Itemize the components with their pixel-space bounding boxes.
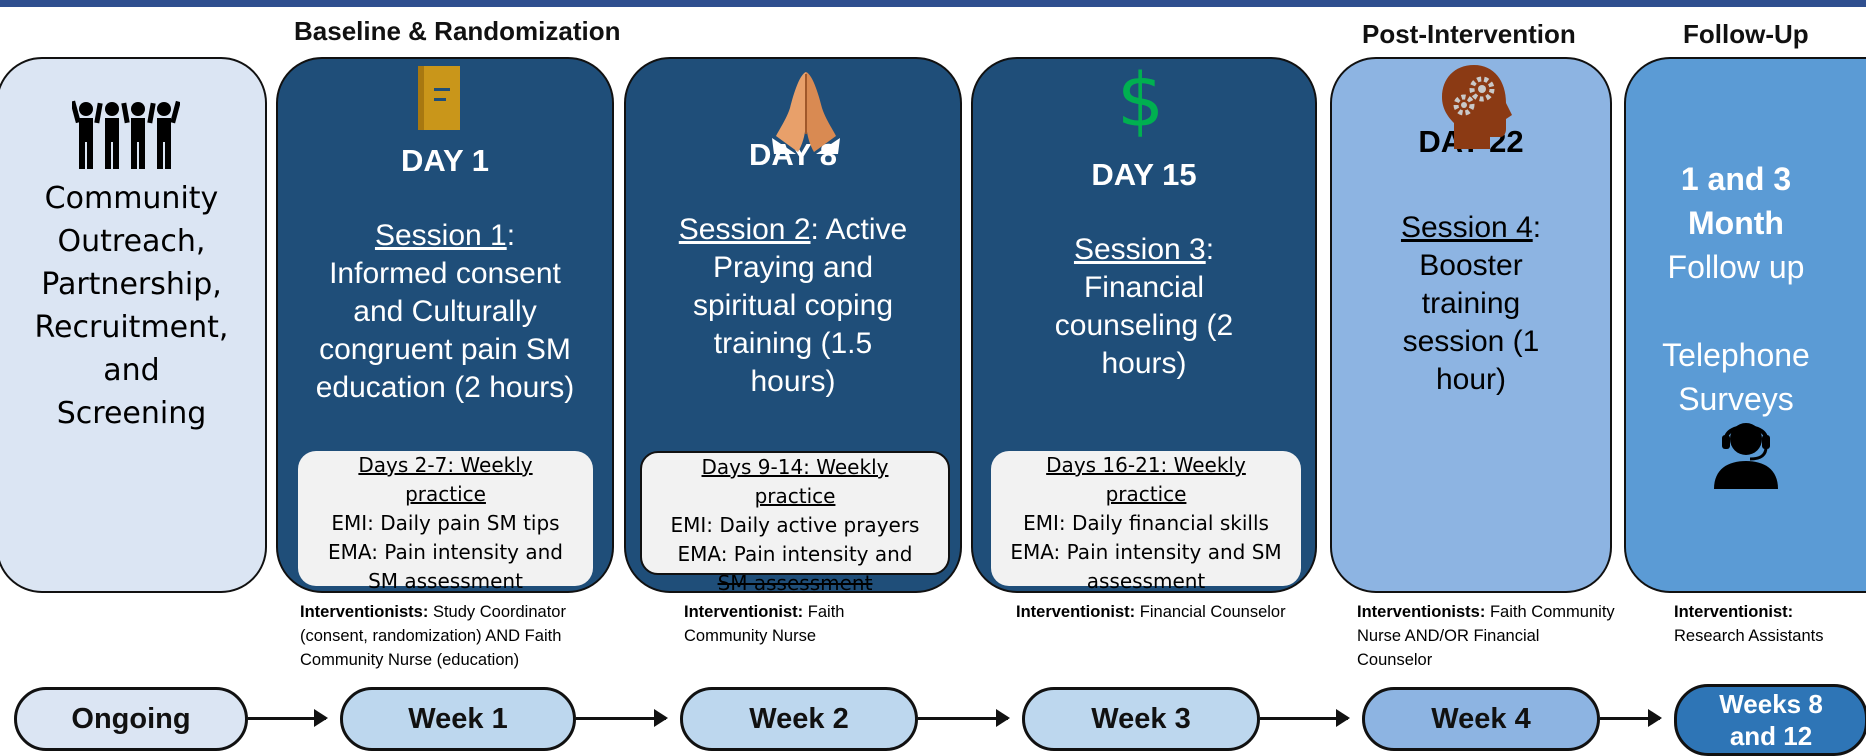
day15-interventionists: Interventionist: Financial Counselor xyxy=(1016,603,1286,621)
timeline-week-3: Week 3 xyxy=(1022,687,1260,751)
session-description: Session 3: Financial counseling (2 hours… xyxy=(981,231,1307,383)
day15-card: $ DAY 15 Session 3: Financial counseling… xyxy=(971,57,1317,593)
followup-line: Telephone xyxy=(1662,337,1810,373)
outreach-line: and xyxy=(103,353,160,388)
day-label: DAY 1 xyxy=(401,143,489,178)
followup-line: Month xyxy=(1688,205,1784,241)
headset-person-icon xyxy=(1714,423,1778,489)
outreach-line: Partnership, xyxy=(41,267,222,302)
day1-card: DAY 1 Session 1: Informed consent and Cu… xyxy=(276,57,614,593)
practice-ema: SM assessment xyxy=(717,571,873,593)
weekly-practice-box: Days 9-14: Weekly practice EMI: Daily ac… xyxy=(640,451,950,591)
session-line: hour) xyxy=(1435,363,1507,396)
weekly-practice-box: Days 16-21: Weekly practice EMI: Daily f… xyxy=(991,451,1301,591)
day8-card: DAY 8 Session 2: Active Praying and spir… xyxy=(624,57,962,593)
practice-ema: EMA: Pain intensity and xyxy=(327,540,564,564)
session-title: Session 4 xyxy=(1400,211,1533,244)
practice-ema: EMA: Pain intensity and SM xyxy=(1010,540,1282,564)
practice-title: practice xyxy=(1105,482,1187,506)
session-line: counseling (2 xyxy=(1054,309,1234,342)
head-gears-icon xyxy=(1442,65,1512,149)
session-title: Session 2 xyxy=(678,213,811,246)
session-line: session (1 xyxy=(1402,325,1540,358)
day22-card: DAY 22 Session 4: Booster training sessi… xyxy=(1330,57,1612,593)
day22-interventionists: Interventionists: Faith Community Nurse … xyxy=(1357,603,1615,669)
top-border xyxy=(0,0,1866,7)
practice-title: Days 16-21: Weekly xyxy=(1046,453,1246,477)
phase-followup-title: Follow-Up xyxy=(1683,19,1809,49)
session-description: Session 2: Active Praying and spiritual … xyxy=(634,211,952,401)
session-line: Financial xyxy=(1083,271,1205,304)
practice-ema: assessment xyxy=(1086,569,1206,593)
outreach-line: Screening xyxy=(56,396,207,431)
timeline-arrow xyxy=(248,709,328,727)
session-line: and Culturally xyxy=(353,295,537,328)
timeline-arrow xyxy=(576,709,668,727)
followup-line: Follow up xyxy=(1667,249,1805,285)
day8-interventionists: Interventionist: Faith Community Nurse xyxy=(684,603,845,645)
session-line: training xyxy=(1421,287,1521,320)
phase-post-title: Post-Intervention xyxy=(1362,19,1576,49)
session-line: Praying and xyxy=(712,251,874,284)
practice-ema: SM assessment xyxy=(368,569,523,593)
dollar-icon: $ xyxy=(1117,58,1165,144)
outreach-card: Community Outreach, Partnership, Recruit… xyxy=(0,57,267,593)
timeline-arrow xyxy=(918,709,1010,727)
followup-line: 1 and 3 xyxy=(1680,161,1792,197)
practice-ema: EMA: Pain intensity and xyxy=(677,542,913,566)
session-line: Booster xyxy=(1419,249,1523,282)
session-description: Session 1: Informed consent and Cultural… xyxy=(286,217,604,407)
session-line: hours) xyxy=(1101,347,1187,380)
book-icon xyxy=(418,66,460,130)
outreach-line: Recruitment, xyxy=(34,310,229,345)
praying-hands-icon xyxy=(772,72,840,154)
weekly-practice-box: Days 2-7: Weekly practice EMI: Daily pai… xyxy=(298,451,593,591)
practice-title: practice xyxy=(405,482,486,506)
session-title: Session 1 xyxy=(374,219,507,252)
session-line: hours) xyxy=(750,365,836,398)
practice-title: Days 2-7: Weekly xyxy=(358,453,533,477)
outreach-line: Outreach, xyxy=(57,224,206,259)
day-label: DAY 15 xyxy=(1091,157,1197,192)
day1-interventionists: Interventionists: Study Coordinator (con… xyxy=(300,603,566,669)
practice-emi: EMI: Daily active prayers xyxy=(670,513,920,537)
followup-line: Surveys xyxy=(1678,381,1794,417)
practice-title: practice xyxy=(754,484,836,508)
practice-emi: EMI: Daily pain SM tips xyxy=(331,511,560,535)
timeline-week-4: Week 4 xyxy=(1362,687,1600,751)
timeline-ongoing: Ongoing xyxy=(14,687,248,751)
timeline-week-2: Week 2 xyxy=(680,687,918,751)
timeline-arrow xyxy=(1260,709,1350,727)
session-line: education (2 hours) xyxy=(315,371,575,404)
session-line: spiritual coping xyxy=(692,289,894,322)
people-group-icon xyxy=(72,100,180,169)
session-line: Informed consent xyxy=(329,257,561,290)
followup-card: 1 and 3 Month Follow up Telephone Survey… xyxy=(1624,57,1866,593)
session-description: Session 4: Booster training session (1 h… xyxy=(1340,209,1602,399)
phase-baseline-title: Baseline & Randomization xyxy=(294,16,621,46)
timeline-arrow xyxy=(1600,709,1662,727)
timeline-week-1: Week 1 xyxy=(340,687,576,751)
session-line: congruent pain SM xyxy=(319,333,571,366)
session-title: Session 3 xyxy=(1073,233,1206,266)
followup-interventionists: Interventionist: Research Assistants xyxy=(1674,603,1824,645)
outreach-line: Community xyxy=(44,181,219,216)
followup-line xyxy=(1626,289,1846,333)
timeline-weeks-8-12: Weeks 8 and 12 xyxy=(1674,684,1866,756)
session-line: training (1.5 xyxy=(713,327,873,360)
practice-title: Days 9-14: Weekly xyxy=(701,455,889,479)
practice-emi: EMI: Daily financial skills xyxy=(1023,511,1269,535)
